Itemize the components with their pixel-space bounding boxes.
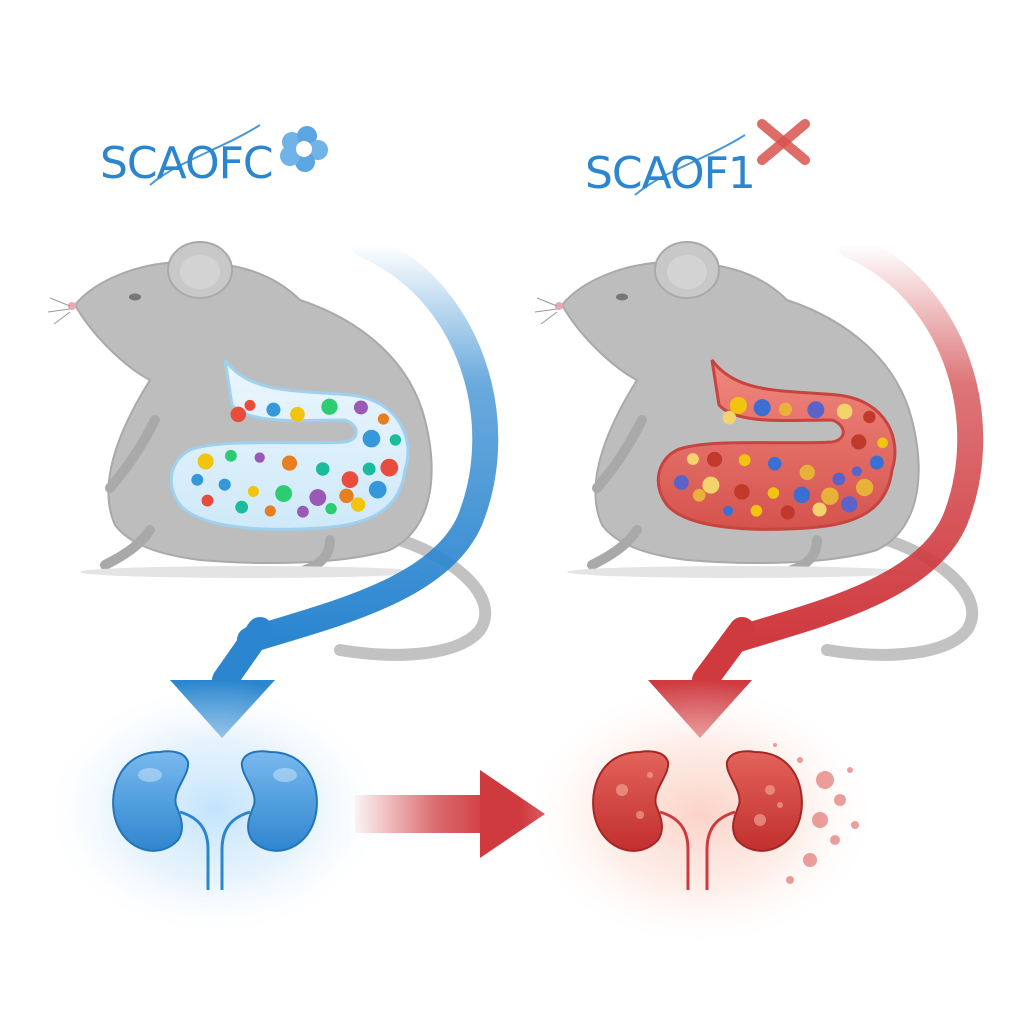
bacteria-dot [353, 400, 368, 415]
bacteria-dot [702, 476, 720, 494]
molecule-icon [280, 126, 328, 172]
bacteria-dot [325, 503, 337, 515]
kidneys-healthy [40, 680, 390, 940]
bacteria-dot [734, 484, 750, 500]
arrow-transition [355, 770, 545, 858]
gene-label-right: SCAOF1 [585, 148, 756, 199]
cross-icon [757, 119, 810, 165]
bacteria-dot [851, 434, 867, 450]
bacteria-dot [225, 449, 237, 462]
bacteria-dot [729, 396, 747, 415]
bacteria-dot [863, 410, 876, 424]
bacteria-dot [793, 486, 811, 504]
bacteria-dot [254, 452, 265, 463]
bacteria-dot [339, 488, 354, 504]
bacteria-dot [264, 505, 276, 517]
mouse-left [47, 241, 492, 661]
bacteria-dot [780, 505, 795, 520]
damage-splatter [773, 743, 859, 884]
bacteria-dot [778, 402, 793, 416]
bacteria-dot [841, 496, 858, 513]
kidney-left-b [240, 750, 318, 852]
gut-left [169, 359, 410, 531]
bacteria-dot [218, 478, 231, 491]
bacteria-dot [877, 437, 888, 449]
bacteria-dot [191, 473, 204, 486]
bacteria-dot [738, 454, 751, 467]
mouse-left-nose [68, 302, 76, 310]
bacteria-dot [836, 403, 853, 420]
gut-right [656, 359, 897, 531]
bacteria-dot [692, 488, 706, 502]
bacteria-dot [309, 489, 327, 507]
bacteria-dot [275, 485, 293, 503]
bacteria-dot [851, 466, 862, 477]
mouse-right-nose [555, 302, 563, 310]
bacteria-dot [244, 399, 256, 411]
bacteria-dot [799, 464, 815, 481]
bacteria-dot [753, 399, 771, 417]
bacteria-dot [197, 453, 214, 470]
kidneys-damaged [520, 680, 880, 950]
bacteria-dot [869, 455, 884, 470]
bacteria-dot [290, 406, 305, 422]
bacteria-dot [706, 451, 723, 467]
bacteria-dot [673, 475, 689, 490]
bacteria-dot [812, 502, 827, 517]
bacteria-dot [807, 401, 825, 419]
bacteria-dot [321, 398, 338, 415]
bacteria-dot [296, 505, 309, 518]
bacteria-dot [362, 462, 376, 476]
bacteria-dot [350, 497, 366, 512]
bacteria-dot [281, 455, 298, 471]
bacteria-dot [266, 402, 281, 417]
bacteria-dot [686, 453, 699, 466]
bacteria-dot [389, 434, 402, 446]
gene-label-left: SCAOFC [100, 138, 274, 189]
bacteria-dot [722, 410, 737, 425]
mouse-left-eye [129, 293, 141, 301]
arrow-transition-head [480, 770, 545, 858]
bacteria-dot [247, 485, 259, 497]
bacteria-dot [315, 462, 330, 476]
bacteria-dot [821, 487, 839, 505]
bacteria-dot [750, 504, 763, 517]
mouse-right-eye [616, 293, 628, 301]
kidney-right-b [725, 750, 803, 852]
bacteria-dot [377, 413, 390, 425]
bacteria-dot [341, 471, 359, 488]
bacteria-dot [235, 500, 249, 514]
bacteria-dot [723, 505, 734, 516]
bacteria-dot [832, 472, 846, 486]
mouse-right [534, 241, 979, 661]
bacteria-dot [230, 406, 247, 423]
bacteria-dot [380, 458, 399, 477]
bacteria-dot [767, 487, 780, 499]
bacteria-dot [201, 494, 214, 507]
bacteria-dot [767, 456, 782, 471]
bacteria-dot [855, 478, 874, 497]
kidney-left-a [112, 750, 190, 852]
bacteria-dot [362, 429, 381, 448]
bacteria-dot [368, 480, 387, 499]
